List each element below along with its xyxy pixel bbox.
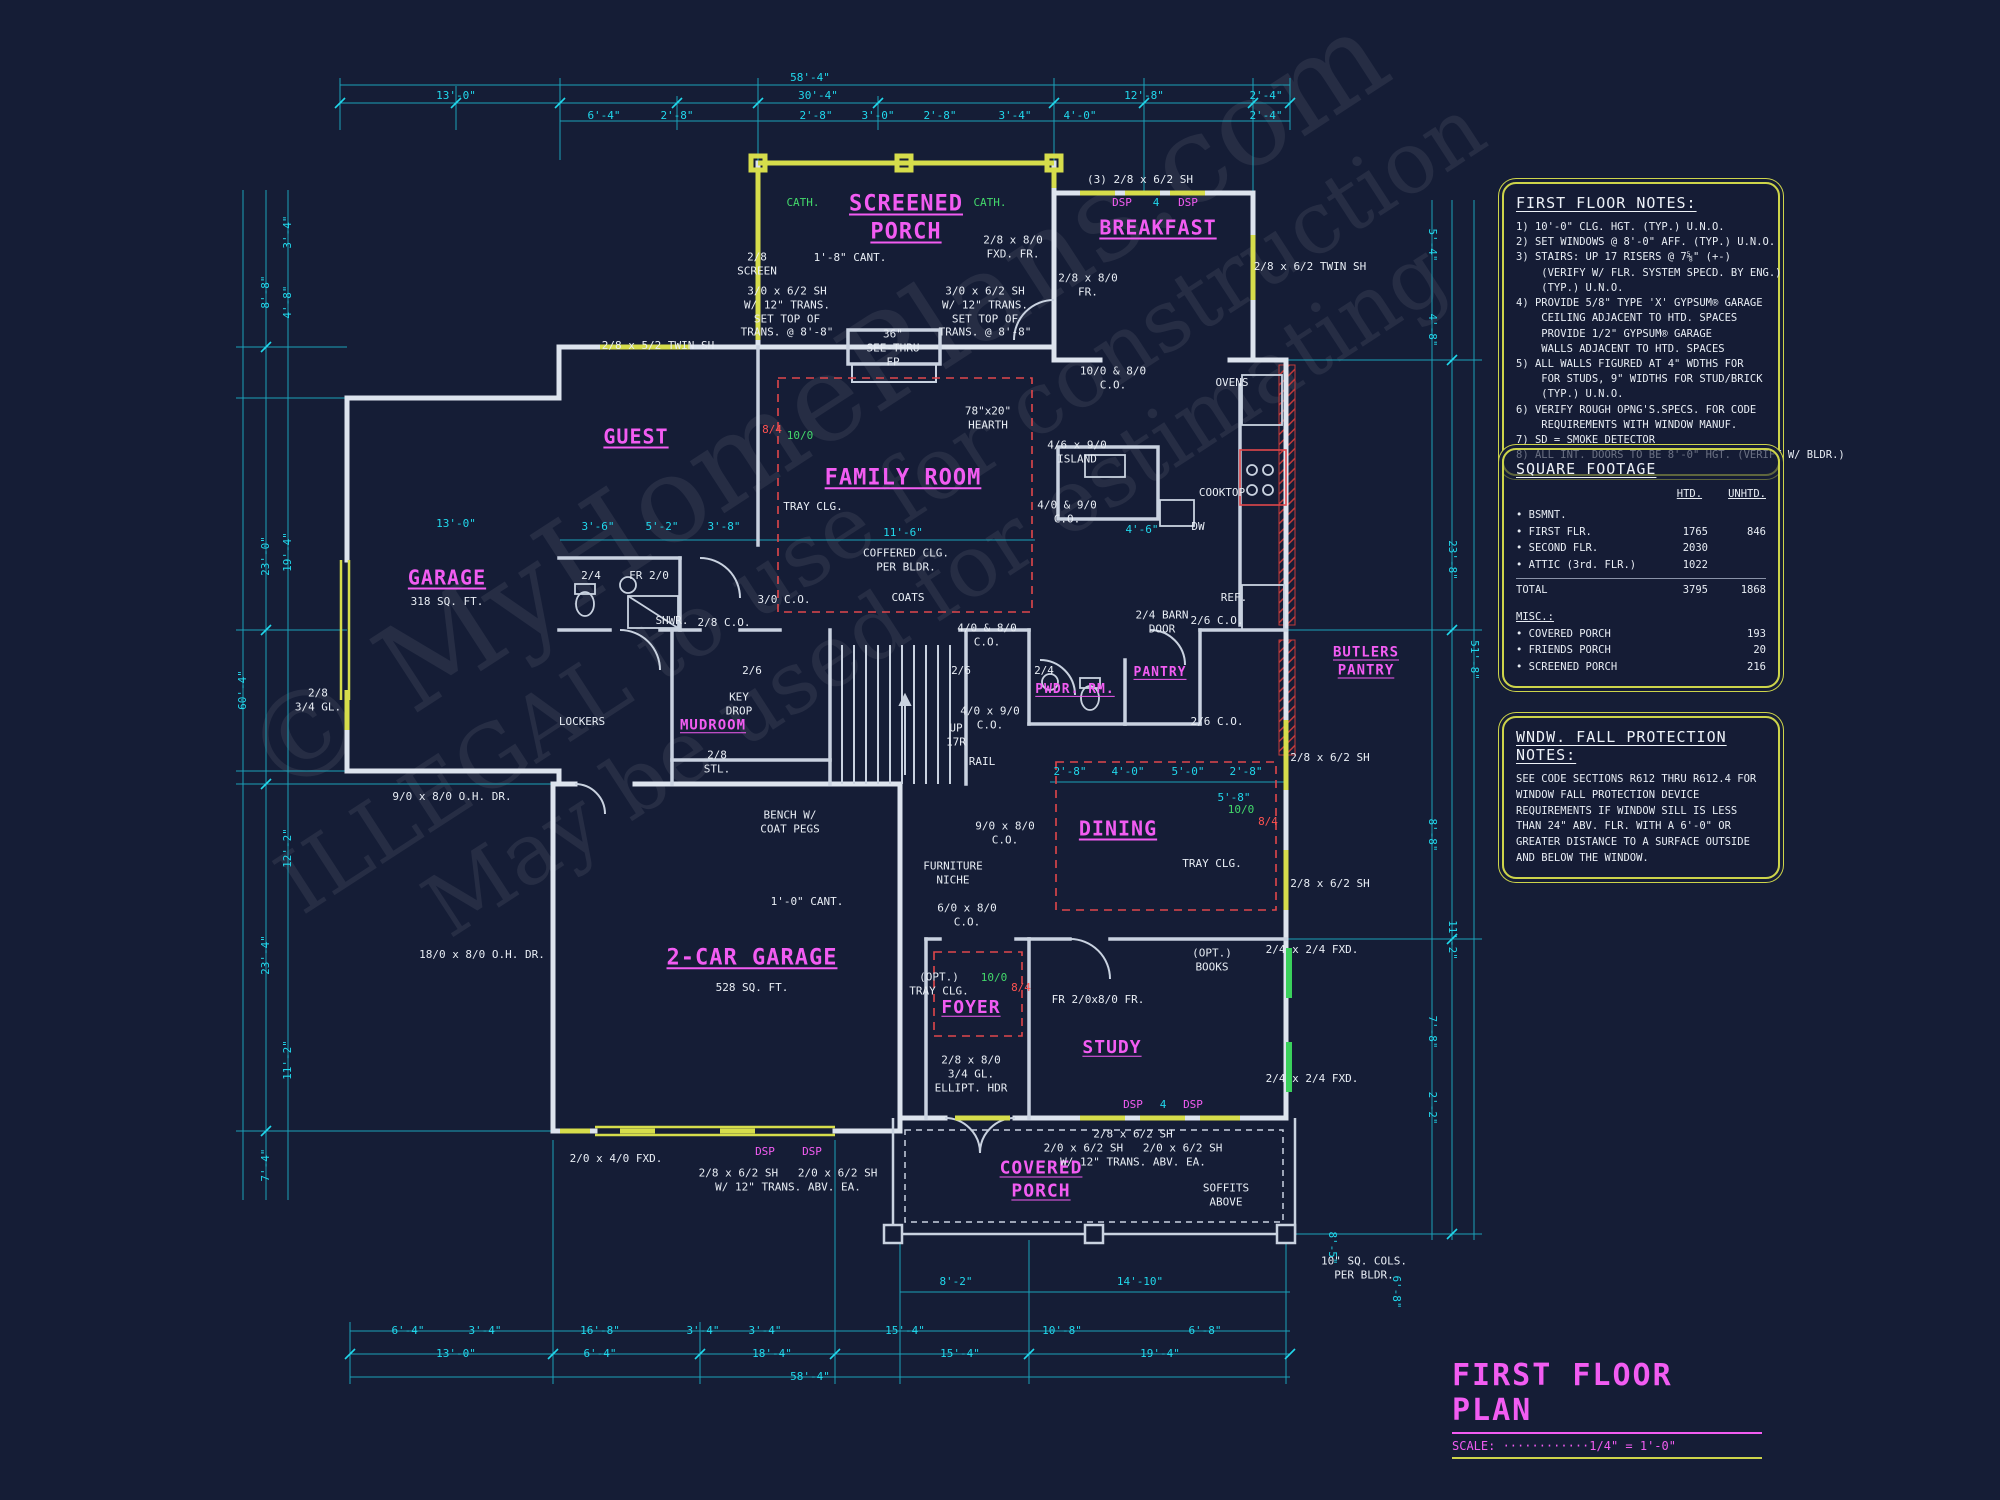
sqft-cell (1708, 540, 1766, 557)
sqft-cell: 2030 (1682, 542, 1708, 555)
sqft-cell: • FIRST FLR. (1516, 525, 1592, 538)
sqft-cell: 1765 (1682, 525, 1708, 538)
sqft-cell: • SCREENED PORCH (1516, 661, 1618, 674)
sqft-cell: 193 (1747, 627, 1766, 640)
note-line: FOR STUDS, 9" WIDTHS FOR STUD/BRICK (1516, 373, 1763, 386)
note-line: 3) STAIRS: UP 17 RISERS @ 7⅝" (+-) (1516, 251, 1731, 264)
note-line: PROVIDE 1/2" GYPSUM® GARAGE (1516, 327, 1712, 340)
sqft-cell: TOTAL (1516, 583, 1548, 596)
sqft-cell (1708, 557, 1766, 574)
note-line: (TYP.) U.N.O. (1516, 281, 1624, 294)
note-line: 5) ALL WALLS FIGURED AT 4" WDTHS FOR (1516, 357, 1744, 370)
fall-protection-title: WNDW. FALL PROTECTION NOTES: (1516, 728, 1727, 764)
sqft-cell: 20 (1753, 644, 1766, 657)
sqft-misc-title: MISC.: (1516, 610, 1554, 623)
note-line: (VERIFY W/ FLR. SYSTEM SPECD. BY ENG.) (1516, 266, 1782, 279)
sqft-misc-row: • SCREENED PORCH 216 (1516, 659, 1766, 676)
sqft-row: • FIRST FLR. 1765 846 (1516, 524, 1766, 541)
square-footage-box: SQUARE FOOTAGE HTD. UNHTD. • BSMNT. • FIR… (1502, 448, 1780, 688)
sqft-row: • SECOND FLR. 2030 (1516, 540, 1766, 557)
sqft-cell: 216 (1747, 661, 1766, 674)
fall-protection-body: SEE CODE SECTIONS R612 THRU R612.4 FOR W… (1516, 773, 1757, 864)
first-floor-notes-box: FIRST FLOOR NOTES: 1) 10'-0" CLG. HGT. (… (1502, 182, 1845, 476)
sqft-row: • ATTIC (3rd. FLR.) 1022 (1516, 557, 1766, 574)
sqft-misc-row: • COVERED PORCH 193 (1516, 626, 1766, 643)
sheet-scale: SCALE: ············1/4" = 1'-0" (1452, 1439, 1762, 1459)
note-line: 4) PROVIDE 5/8" TYPE 'X' GYPSUM® GARAGE (1516, 297, 1763, 310)
square-footage-title: SQUARE FOOTAGE (1516, 460, 1657, 478)
sqft-cell: • FRIENDS PORCH (1516, 644, 1611, 657)
note-line: (TYP.) U.N.O. (1516, 388, 1624, 401)
sqft-cell: 846 (1747, 525, 1766, 538)
sqft-rows: • BSMNT. • FIRST FLR. 1765 846 • SECOND FLR.… (1516, 507, 1766, 599)
sqft-cell: 1868 (1740, 583, 1766, 596)
note-line: REQUIREMENTS WITH WINDOW MANUF. (1516, 418, 1738, 431)
fall-protection-box: WNDW. FALL PROTECTION NOTES: SEE CODE SE… (1502, 716, 1780, 879)
note-line: 1) 10'-0" CLG. HGT. (TYP.) U.N.O. (1516, 221, 1725, 233)
square-footage-headers: HTD. UNHTD. (1516, 486, 1766, 503)
title-block: FIRST FLOOR PLAN SCALE: ············1/4"… (1452, 1358, 1762, 1459)
note-line: 6) VERIFY ROUGH OPNG'S.SPECS. FOR CODE (1516, 403, 1757, 416)
note-line: 7) SD = SMOKE DETECTOR (1516, 434, 1656, 447)
sqft-misc-row: • FRIENDS PORCH 20 (1516, 642, 1766, 659)
first-floor-notes-title: FIRST FLOOR NOTES: (1516, 194, 1697, 212)
sqft-cell: • ATTIC (3rd. FLR.) (1516, 559, 1637, 572)
sheet-title: FIRST FLOOR PLAN (1452, 1358, 1762, 1434)
sqft-cell: 3795 (1682, 583, 1708, 596)
sqft-cell: • COVERED PORCH (1516, 627, 1611, 640)
sqft-row: • BSMNT. (1516, 507, 1766, 524)
sqft-cell (1708, 507, 1766, 524)
header-unhtd: UNHTD. (1728, 488, 1766, 500)
note-line: CEILING ADJACENT TO HTD. SPACES (1516, 312, 1738, 325)
note-line: WALLS ADJACENT TO HTD. SPACES (1516, 342, 1725, 355)
header-htd: HTD. (1676, 488, 1703, 500)
sqft-row: TOTAL 3795 1868 (1516, 577, 1766, 599)
sqft-misc-rows: • COVERED PORCH 193 • FRIENDS PORCH 20 • SCR… (1516, 626, 1766, 676)
sqft-cell: • BSMNT. (1516, 508, 1567, 521)
sqft-cell (1650, 507, 1708, 524)
first-floor-notes-lines: 1) 10'-0" CLG. HGT. (TYP.) U.N.O. 2) SET … (1516, 220, 1845, 464)
note-line: 2) SET WINDOWS @ 8'-0" AFF. (TYP.) U.N.O… (1516, 236, 1776, 249)
sqft-cell: 1022 (1682, 559, 1708, 572)
sqft-cell: • SECOND FLR. (1516, 542, 1599, 555)
